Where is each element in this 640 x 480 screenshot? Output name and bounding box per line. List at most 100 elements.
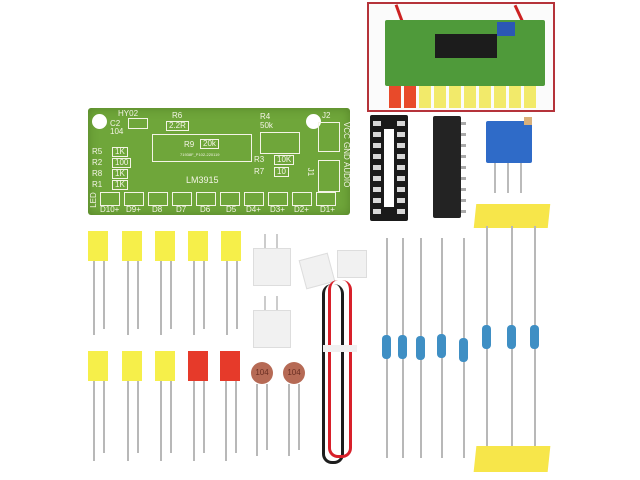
- inset-led: [434, 86, 446, 108]
- chip-label: LM3915: [186, 175, 219, 185]
- led-yellow: [122, 231, 142, 261]
- fine-print: 71938F_P102-220119: [180, 152, 220, 157]
- r8-value: 1K: [112, 169, 128, 179]
- label-r1: R1: [92, 180, 103, 189]
- j2-outline: [318, 122, 340, 152]
- led-pad: [316, 192, 336, 206]
- led-yellow: [188, 231, 208, 261]
- resistor: [459, 338, 468, 362]
- lm3915-chip: [433, 116, 466, 218]
- led-yellow: [155, 351, 175, 381]
- inset-led: [419, 86, 431, 108]
- black-wire: [322, 284, 344, 464]
- led-yellow: [88, 351, 108, 381]
- label-hy02: HY02: [118, 109, 139, 118]
- pin-header-connector: [253, 248, 291, 286]
- label-c2-value: 104: [110, 127, 124, 136]
- r6-value: 2.2R: [166, 121, 189, 131]
- led-pad: [220, 192, 240, 206]
- label-led: LED: [88, 192, 98, 208]
- led-label: D4+: [246, 205, 261, 214]
- ceramic-capacitor: 104: [251, 362, 273, 384]
- r1-value: 1K: [112, 180, 128, 190]
- resistor: [437, 334, 446, 358]
- label-r8: R8: [92, 169, 103, 178]
- led-red: [188, 351, 208, 381]
- pin-header-connector: [253, 310, 291, 348]
- connector-pin: [264, 296, 266, 310]
- pcb-board: HY02 C2 104 R6 2.2R R4 50k J2 J1 VCC GND…: [88, 108, 351, 215]
- r4-outline: [260, 132, 300, 154]
- led-label: D3+: [270, 205, 285, 214]
- inset-chip: [435, 34, 497, 58]
- led-yellow: [88, 231, 108, 261]
- led-pad: [244, 192, 264, 206]
- label-j2: J2: [322, 111, 331, 120]
- label-audio: AUDIO: [342, 162, 351, 188]
- j1-outline: [318, 160, 340, 192]
- led-pad: [172, 192, 192, 206]
- red-wire: [328, 280, 352, 458]
- label-vcc: VCC: [342, 122, 351, 139]
- resistor: [382, 335, 391, 359]
- label-gnd: GND: [342, 142, 351, 160]
- resistor-tape-bottom: [473, 446, 551, 472]
- led-yellow: [221, 231, 241, 261]
- led-label: D6: [200, 205, 211, 214]
- led-label: D2+: [294, 205, 309, 214]
- led-pad: [196, 192, 216, 206]
- inset-led: [479, 86, 491, 108]
- label-r7: R7: [254, 167, 265, 176]
- led-label: D9+: [126, 205, 141, 214]
- led-red: [220, 351, 240, 381]
- led-yellow: [155, 231, 175, 261]
- resistor: [398, 335, 407, 359]
- resistor: [507, 325, 516, 349]
- connector-pin: [276, 234, 278, 248]
- mounting-hole: [306, 114, 321, 129]
- inset-led: [449, 86, 461, 108]
- led-label: D5: [226, 205, 237, 214]
- ic-socket: [370, 115, 408, 221]
- assembled-board-inset: [367, 2, 555, 112]
- resistor: [530, 325, 539, 349]
- label-j1: J1: [306, 167, 316, 177]
- ceramic-capacitor: 104: [283, 362, 305, 384]
- inset-led: [404, 86, 416, 108]
- r2-value: 100: [112, 158, 132, 168]
- led-pad: [148, 192, 168, 206]
- resistor: [416, 336, 425, 360]
- pot-screw: [524, 117, 532, 125]
- inset-led: [524, 86, 536, 108]
- label-r5: R5: [92, 147, 103, 156]
- cable-plug: [337, 250, 367, 278]
- led-yellow: [122, 351, 142, 381]
- led-pad: [100, 192, 120, 206]
- r3-value: 10K: [274, 155, 295, 165]
- pot-leg: [494, 163, 496, 193]
- hy02-outline: [128, 118, 148, 129]
- mounting-hole: [92, 114, 107, 129]
- connector-pin: [264, 234, 266, 248]
- led-pad: [292, 192, 312, 206]
- inset-led: [494, 86, 506, 108]
- led-label: D10+: [100, 205, 120, 214]
- led-pad: [124, 192, 144, 206]
- led-pad: [268, 192, 288, 206]
- inset-led: [389, 86, 401, 108]
- label-r9: R9: [184, 140, 195, 149]
- r7-value: 10: [274, 167, 289, 177]
- ic-outline: [152, 134, 252, 162]
- inset-potentiometer: [497, 22, 515, 36]
- pot-leg: [520, 163, 522, 193]
- r5-value: 1K: [112, 147, 128, 157]
- inset-led: [464, 86, 476, 108]
- connector-pin: [276, 296, 278, 310]
- inset-led: [509, 86, 521, 108]
- led-label: D7: [176, 205, 187, 214]
- resistor-tape-top: [473, 204, 551, 228]
- led-label: D1+: [320, 205, 335, 214]
- trimmer-potentiometer: [486, 121, 532, 163]
- pot-leg: [507, 163, 509, 193]
- r9-value: 20k: [200, 139, 219, 149]
